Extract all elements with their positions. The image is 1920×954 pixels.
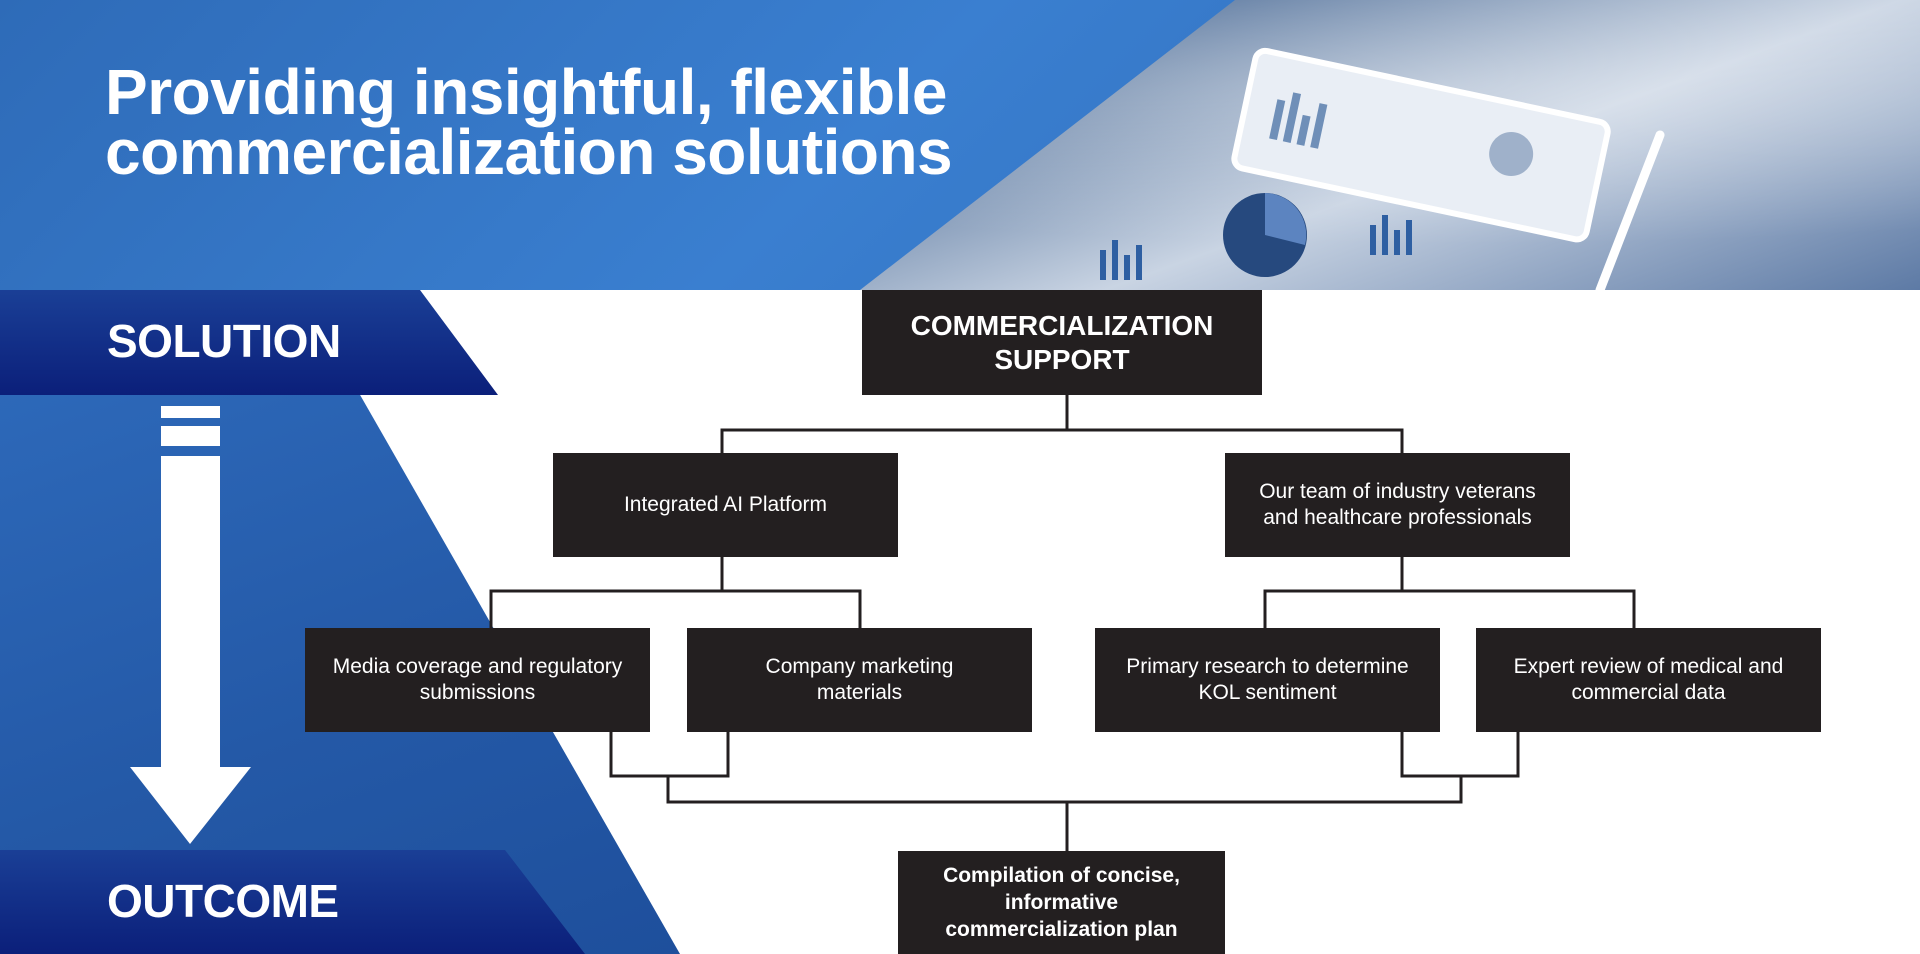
node-industry-team: Our team of industry veterans and health… — [1225, 453, 1570, 557]
node-expert-review: Expert review of medical and commercial … — [1476, 628, 1821, 732]
node-primary-label: Primary research to determine KOL sentim… — [1126, 655, 1409, 704]
node-primary-research: Primary research to determine KOL sentim… — [1095, 628, 1440, 732]
node-marketing-materials: Company marketing materials — [687, 628, 1032, 732]
node-team-label: Our team of industry veterans and health… — [1259, 480, 1536, 529]
node-marketing-label: Company marketing materials — [765, 655, 954, 704]
node-integrated-ai-platform: Integrated AI Platform — [553, 453, 898, 557]
node-ai-label: Integrated AI Platform — [623, 493, 828, 516]
node-expert-label: Expert review of medical and commercial … — [1513, 655, 1784, 704]
node-root-label: COMMERCIALIZATION SUPPORT — [910, 309, 1214, 375]
tablet-and-charts-image — [1100, 47, 1665, 290]
node-commercialization-plan: Compilation of concise, informative comm… — [898, 851, 1225, 954]
node-commercialization-support: COMMERCIALIZATION SUPPORT — [862, 290, 1262, 395]
outcome-label: OUTCOME — [107, 875, 339, 927]
node-media-coverage: Media coverage and regulatory submission… — [305, 628, 650, 732]
page-title: Providing insightful, flexible commercia… — [105, 56, 953, 188]
solution-label: SOLUTION — [107, 315, 341, 367]
solution-band — [0, 290, 498, 395]
node-outcome-label: Compilation of concise, informative comm… — [943, 864, 1180, 941]
down-arrow-icon — [130, 406, 251, 844]
node-media-label: Media coverage and regulatory submission… — [332, 655, 623, 704]
outcome-band — [0, 850, 585, 954]
